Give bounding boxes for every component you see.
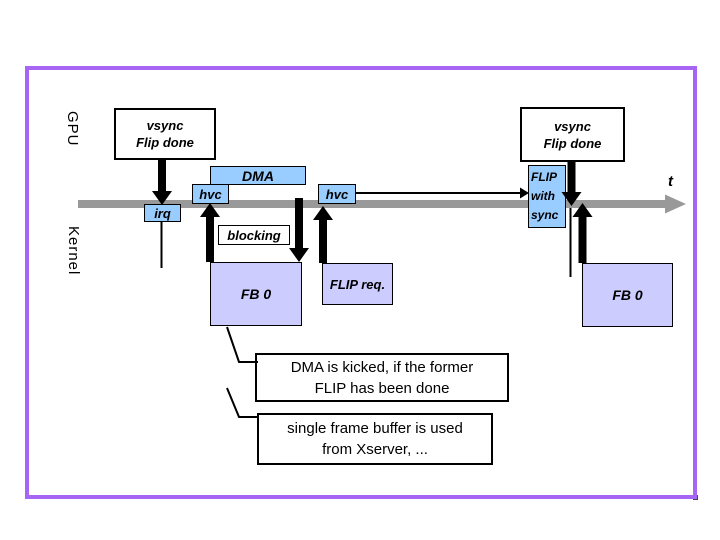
gpu-lane-label: GPU [64, 111, 81, 147]
blocking-label-box: blocking [218, 225, 290, 245]
slide-border-frame [25, 66, 697, 499]
callout-single-framebuffer: single frame buffer is used from Xserver… [257, 413, 493, 465]
vsync-flip-done-box-right: vsync Flip done [520, 107, 625, 162]
vsync-flip-done-box-left: vsync Flip done [114, 108, 216, 160]
dma-box: DMA [210, 166, 306, 185]
hvc-box-flip: hvc [318, 184, 356, 204]
irq-box: irq [144, 204, 181, 222]
kernel-lane-label: Kernel [65, 226, 82, 276]
callout-dma-kicked: DMA is kicked, if the former FLIP has be… [255, 353, 509, 402]
flip-request-box: FLIP req. [322, 263, 393, 305]
framebuffer0-box-left: FB 0 [210, 262, 302, 326]
framebuffer0-box-right: FB 0 [582, 263, 673, 327]
hvc-box-blocking: hvc [192, 184, 229, 204]
flip-with-sync-box: FLIP with sync [528, 165, 566, 228]
time-axis-label: t [668, 173, 673, 190]
